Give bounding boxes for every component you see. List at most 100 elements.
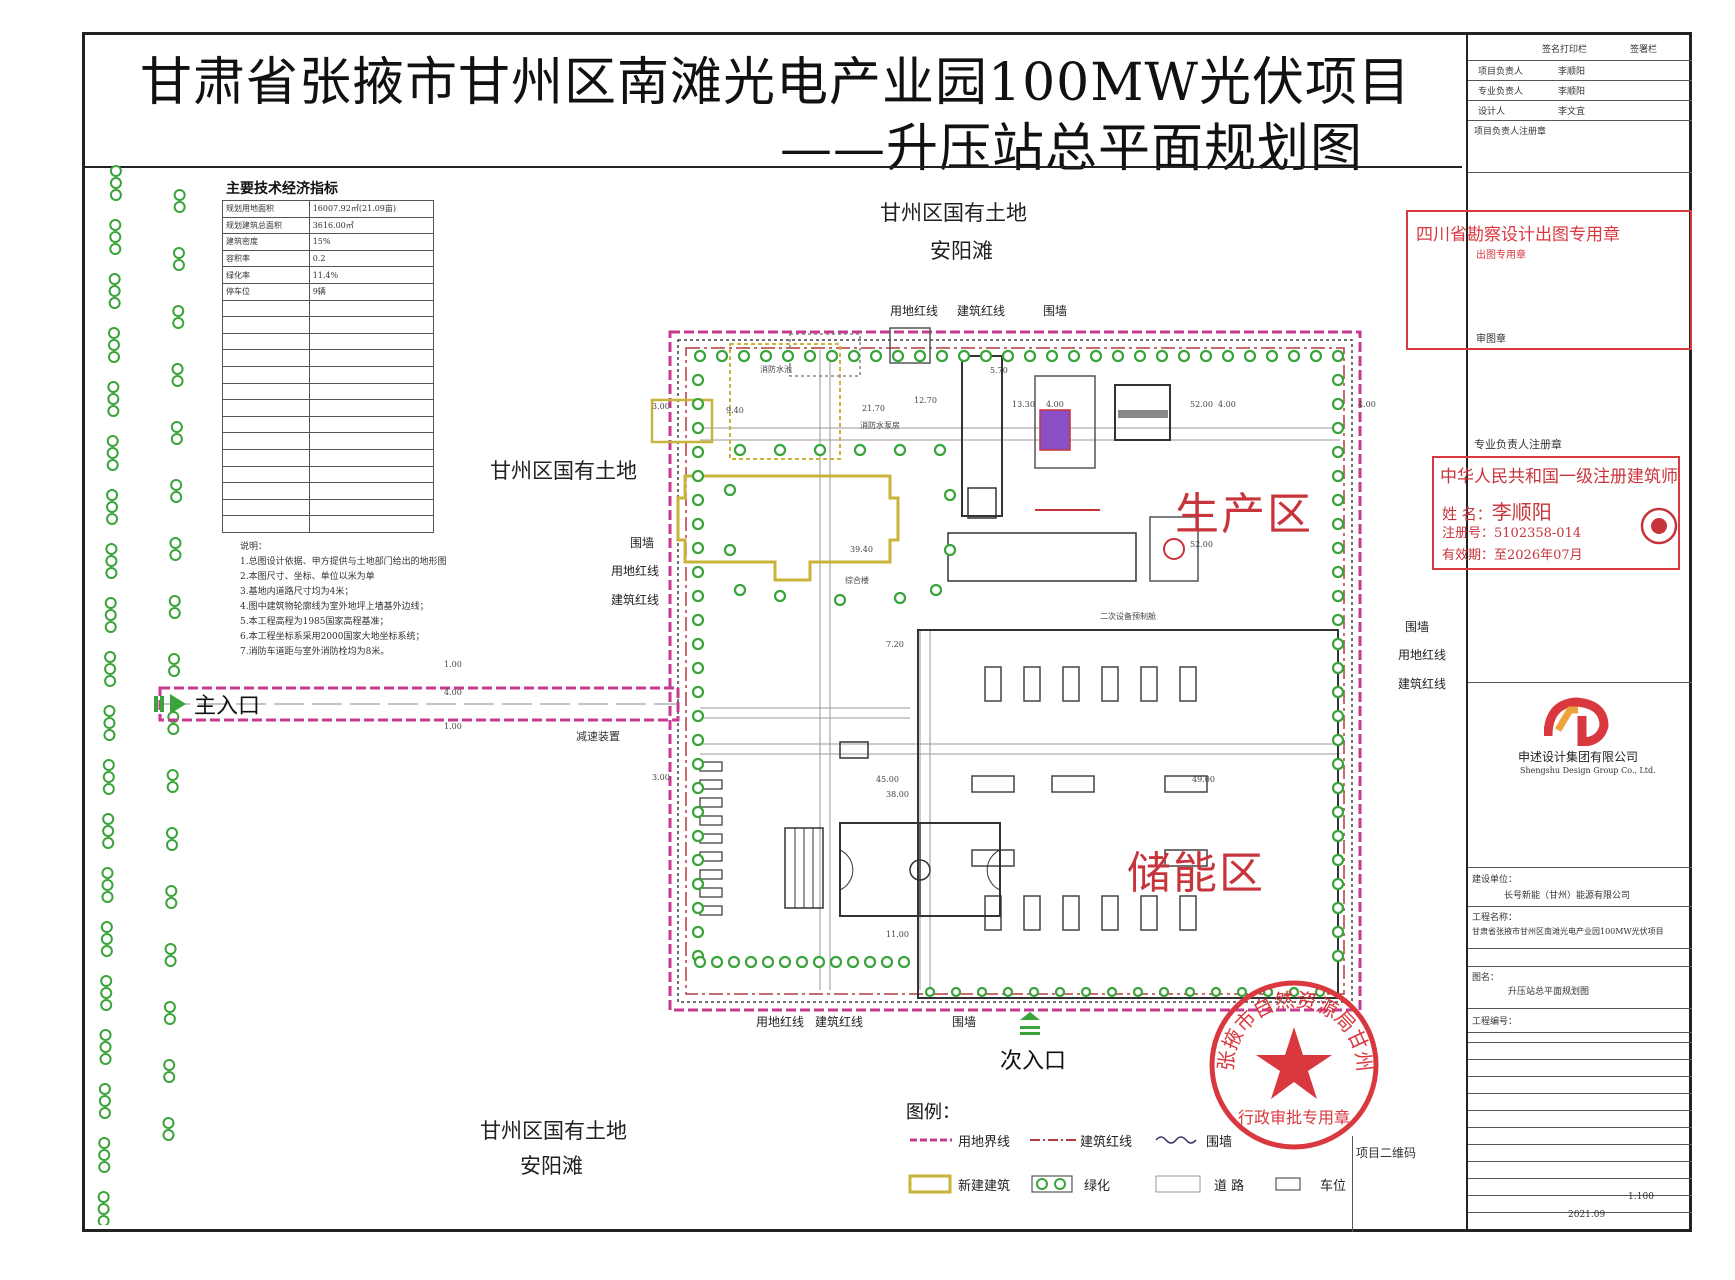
tree-icon (1331, 949, 1345, 963)
note-item: 5.本工程高程为1985国家高程基准； (240, 617, 389, 627)
tree-icon (744, 955, 758, 969)
tree-icon (1331, 805, 1345, 819)
tree-icon (109, 165, 122, 177)
tree-icon (1067, 349, 1081, 363)
tech-table-empty-row (222, 316, 435, 334)
tech-table-empty-row (222, 349, 435, 367)
tree-icon (691, 877, 705, 891)
tree-icon (170, 491, 183, 503)
tree-icon (1080, 986, 1092, 998)
dimension-label: 4.00 (1218, 400, 1236, 409)
tree-icon (169, 549, 182, 561)
tree-icon (710, 955, 724, 969)
approval-stamp: 张掖市自然资源局甘州分局 行政审批专用章 (1204, 975, 1379, 1150)
tree-icon (1288, 986, 1300, 998)
tree-icon (102, 759, 115, 771)
tree-icon (106, 489, 119, 501)
tree-icon (165, 827, 178, 839)
tech-table-empty-row (222, 365, 435, 384)
tree-icon (166, 769, 179, 781)
tree-icon (102, 783, 115, 795)
legend-land-line: 用地界线 (958, 1135, 1011, 1150)
tree-icon (691, 637, 705, 651)
tree-icon (166, 781, 179, 793)
title-block-grid-line (1468, 1212, 1692, 1213)
tree-icon (715, 349, 729, 363)
tree-icon (163, 1013, 176, 1025)
title-block-grid-line (1468, 1076, 1692, 1077)
tree-icon (1331, 541, 1345, 555)
tech-table-empty-row (222, 448, 435, 467)
land-line-left-label: 用地红线 (611, 564, 660, 578)
fire-pool-label: 消防水池 (760, 365, 792, 374)
dimension-label: 3.00 (652, 773, 670, 782)
legend-road: 道 路 (1214, 1179, 1245, 1194)
tree-icon (691, 805, 705, 819)
tb-sign-col: 签署栏 (1630, 45, 1658, 55)
tree-icon (727, 955, 741, 969)
tree-icon (933, 443, 947, 457)
tree-icon (101, 867, 114, 879)
land-line-label: 用地红线 (890, 304, 939, 318)
tree-icon (1331, 517, 1345, 531)
legend: 用地界线 建筑红线 围墙 新建建筑 绿化 道 路 车位 (908, 1126, 1368, 1196)
tree-icon (1054, 986, 1066, 998)
tree-icon (98, 1137, 111, 1149)
tree-icon (913, 349, 927, 363)
tree-icon (924, 986, 936, 998)
tree-icon (1184, 986, 1196, 998)
registration-stamp: 中华人民共和国一级注册建筑师 姓 名：李顺阳 注册号：5102358-014 有… (1432, 456, 1680, 570)
tree-icon (109, 177, 122, 189)
tree-icon (169, 537, 182, 549)
title-block-grid-line (1468, 1093, 1692, 1094)
tree-icon (106, 435, 119, 447)
reg-no-label: 注册号： (1442, 526, 1495, 541)
tree-icon (1287, 349, 1301, 363)
tree-icon (1028, 986, 1040, 998)
tree-icon (691, 733, 705, 747)
tech-table-empty-row (222, 399, 435, 417)
tree-icon (100, 987, 113, 999)
wall-right-label: 围墙 (1405, 620, 1430, 634)
tree-icon (99, 1053, 112, 1065)
tb-drawing: 升压站总平面规划图 (1508, 987, 1590, 997)
company-name-en: Shengshu Design Group Co., Ltd. (1520, 766, 1656, 775)
tree-icon (107, 381, 120, 393)
reg-no: 5102358-014 (1494, 526, 1582, 541)
tree-icon (106, 513, 119, 525)
tree-icon (104, 609, 117, 621)
tech-table-empty-row (222, 415, 435, 434)
secondary-entrance-label: 次入口 (1000, 1049, 1067, 1074)
tech-row-label: 停车位 (222, 282, 310, 301)
approval-stamp-sub: 行政审批专用章 (1238, 1108, 1350, 1127)
tree-icon (100, 921, 113, 933)
wall-bottom-label: 围墙 (952, 1015, 977, 1029)
tb-sign-header: 签名打印栏 (1542, 45, 1588, 55)
tree-icon (171, 363, 184, 375)
tree-icon (891, 349, 905, 363)
tree-icon (1331, 349, 1345, 363)
note-item: 4.图中建筑物轮廓线为室外地坪上墙基外边线； (240, 602, 429, 612)
dimension-label: 9.40 (726, 406, 744, 415)
tree-icon (1158, 986, 1170, 998)
tree-icon (723, 483, 737, 497)
tree-icon (1106, 986, 1118, 998)
title-block-grid-line (1468, 1059, 1692, 1060)
tree-icon (691, 829, 705, 843)
design-stamp: 四川省勘察设计出图专用章 出图专用章 审图章 (1406, 210, 1692, 350)
tree-icon (107, 393, 120, 405)
tree-icon (691, 661, 705, 675)
tech-row-label: 规划建筑总面积 (222, 216, 310, 235)
tree-icon (795, 955, 809, 969)
tree-icon (100, 975, 113, 987)
tech-table-empty-row (222, 299, 435, 318)
tree-icon (691, 421, 705, 435)
tech-row-label: 容积率 (222, 249, 310, 268)
dimension-label: 13.30 (1012, 400, 1035, 409)
tree-icon (103, 717, 116, 729)
dimension-label: 12.70 (914, 396, 937, 405)
tech-table-empty-row (222, 482, 435, 500)
tree-icon (165, 885, 178, 897)
